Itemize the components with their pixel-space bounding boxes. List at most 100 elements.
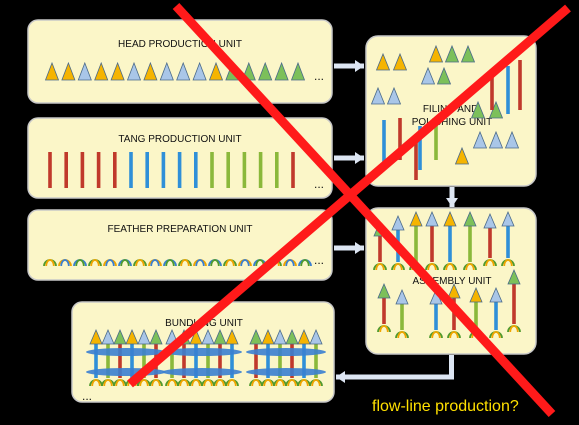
bundling-items (86, 328, 326, 387)
feather-arch-icon (485, 259, 495, 267)
flow-arrow-icon (355, 60, 364, 72)
tang-shaft-icon (218, 344, 222, 378)
tang-shaft-icon (506, 226, 510, 258)
arrowhead-icon (143, 61, 158, 81)
feather-arch-icon (203, 379, 213, 387)
binding-band (162, 348, 242, 356)
feather-arch-icon (180, 259, 190, 267)
feather-arch-icon (393, 263, 403, 271)
assembly-unit-label: ASSEMBLY UNIT (412, 276, 491, 287)
arrowhead-icon (208, 61, 224, 81)
arrowhead-icon (274, 61, 289, 81)
tang-shaft-icon (468, 226, 472, 262)
feather-arch-icon (150, 259, 160, 267)
arrowhead-icon (454, 146, 470, 165)
arrowhead-icon (176, 61, 191, 81)
tang-shaft-icon (230, 344, 234, 378)
arrowhead-icon (395, 288, 409, 305)
bundling-ellipsis: ... (82, 389, 92, 403)
feather-arch-icon (285, 259, 295, 267)
arrowhead-icon (149, 328, 163, 345)
feather-arch-icon (299, 379, 309, 387)
flow-arrow-icon (336, 371, 345, 383)
feather-arch-icon (45, 259, 55, 267)
arrowhead-icon (489, 286, 503, 303)
arrowhead-icon (420, 66, 436, 85)
tang-shaft-icon (418, 126, 422, 170)
arrowhead-icon (425, 210, 439, 227)
flow-arrows (334, 60, 458, 383)
tang-shaft-icon (80, 152, 85, 188)
feather-arch-icon (240, 259, 250, 267)
arrowhead-icon (159, 61, 174, 81)
arrowhead-icon (507, 268, 521, 285)
tang-shaft-icon (182, 344, 186, 378)
arrowhead-icon (61, 61, 76, 81)
tang-shaft-icon (64, 152, 68, 188)
feather-arch-icon (103, 379, 113, 387)
arrowhead-icon (392, 52, 408, 71)
flow-arrow-icon (355, 152, 364, 164)
arrowhead-icon (470, 100, 486, 119)
feather-arch-icon (311, 379, 321, 387)
feather-arch-icon (191, 379, 201, 387)
tang-shaft-icon (434, 304, 438, 330)
feather-arch-icon (431, 331, 441, 339)
feather-row (43, 259, 312, 267)
arrowhead-icon (504, 130, 520, 149)
tang-shaft-icon (398, 118, 402, 160)
feather-arch-icon (251, 379, 261, 387)
flow-arrow-icon (449, 355, 454, 377)
arrowhead-icon (113, 328, 127, 345)
feather-arch-icon (165, 259, 175, 267)
arrowhead-icon (391, 214, 405, 231)
arrowhead-icon (290, 61, 306, 81)
feather-arch-icon (60, 259, 70, 267)
arrowhead-icon (436, 66, 452, 85)
arrowhead-icon (386, 86, 402, 105)
arrowhead-icon (375, 52, 391, 71)
flow-arrow-icon (334, 155, 364, 161)
arrowhead-icon (483, 212, 497, 229)
feather-arch-icon (135, 259, 145, 267)
arrowhead-icon (258, 61, 273, 81)
arrowhead-icon (472, 130, 488, 149)
feather-arch-icon (210, 259, 220, 267)
flow-arrow-icon (446, 198, 458, 207)
tang-shaft-icon (382, 120, 386, 162)
tang-shaft-icon (518, 60, 522, 110)
feather-arch-icon (139, 379, 149, 387)
assembly-panel (365, 207, 537, 355)
tang-shaft-icon (275, 152, 279, 188)
tang-shaft-icon (382, 298, 386, 324)
feather-arch-icon (449, 331, 459, 339)
feather-arch-icon (91, 379, 101, 387)
arrowhead-icon (443, 210, 457, 227)
arrowhead-icon (488, 130, 504, 149)
arrowhead-icon (297, 328, 311, 345)
head-production-panel (27, 19, 333, 104)
head-unit-label: HEAD PRODUCTION UNIT (118, 39, 242, 50)
feather-unit-label: FEATHER PREPARATION UNIT (107, 224, 252, 235)
feather-arch-icon (375, 263, 385, 271)
tang-shaft-icon (291, 152, 295, 188)
tang-shaft-icon (506, 66, 510, 114)
binding-band (162, 368, 242, 376)
tang-shaft-icon (414, 142, 418, 180)
feather-arch-icon (465, 263, 475, 271)
feather-arch-icon (179, 379, 189, 387)
flow-arrow-icon (334, 245, 364, 251)
feather-arch-icon (263, 379, 273, 387)
arrowhead-icon (444, 44, 460, 63)
tang-shaft-icon (161, 152, 166, 188)
tang-shaft-icon (118, 344, 122, 378)
tang-shaft-icon (266, 344, 270, 378)
arrowhead-icon (201, 328, 215, 345)
tang-shaft-icon (129, 152, 133, 188)
cross-line-ascending (127, 4, 571, 388)
tang-shaft-icon (494, 302, 498, 330)
tang-shaft-icon (278, 344, 282, 378)
tang-ellipsis: ... (314, 177, 324, 191)
